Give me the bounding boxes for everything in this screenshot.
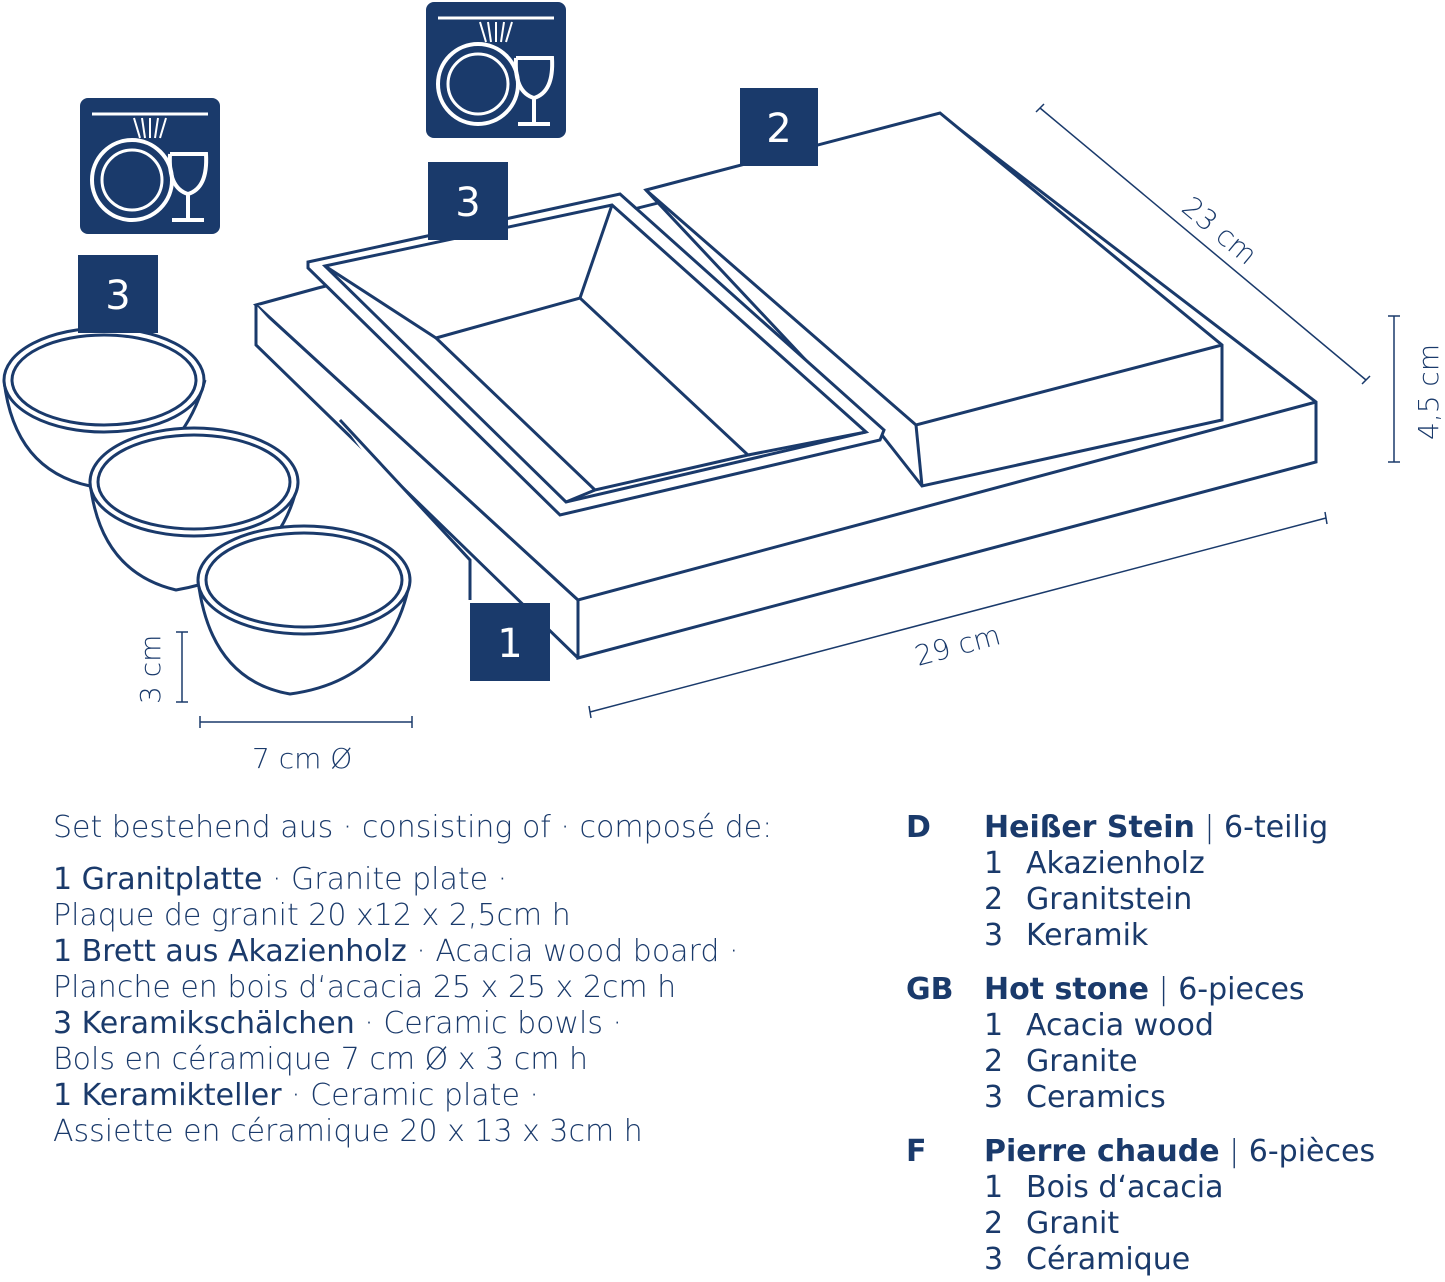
dishwasher-safe-icon <box>424 0 568 140</box>
set-contents: Set bestehend aus · consisting of · comp… <box>53 810 873 1150</box>
svg-text:3: 3 <box>105 273 130 319</box>
contents-item: 3 Keramikschälchen · Ceramic bowls · Bol… <box>53 1006 623 1077</box>
contents-item: 1 Granitplatte · Granite plate · Plaque … <box>53 862 571 933</box>
svg-text:3: 3 <box>455 180 480 226</box>
language-code: D <box>906 810 931 845</box>
badge-plate: 1 <box>470 603 550 681</box>
contents-item: 1 Brett aus Akazienholz · Acacia wood bo… <box>53 934 739 1005</box>
badge-bowls: 3 <box>78 255 158 333</box>
badge-dish: 3 <box>428 162 508 240</box>
dim-board-width: 29 cm <box>911 618 1004 672</box>
contents-item: 1 Keramikteller · Ceramic plate · Assiet… <box>53 1078 643 1149</box>
ceramic-dish <box>306 192 886 517</box>
dim-stone-depth: 23 cm <box>1176 190 1264 271</box>
ceramic-bowl <box>88 426 300 592</box>
dim-bowl-diameter: 7 cm Ø <box>252 742 352 775</box>
contents-heading: Set bestehend aus · consisting of · comp… <box>53 810 773 845</box>
dim-bowl-height: 3 cm <box>134 635 167 704</box>
product-illustration: 2 3 3 1 23 cm 4,5 cm 29 cm 3 cm 7 cm Ø <box>2 0 1445 775</box>
svg-text:2: 2 <box>766 106 791 152</box>
dim-height: 4,5 cm <box>1412 344 1445 440</box>
ceramic-bowl <box>196 524 412 696</box>
dishwasher-safe-icon <box>78 96 222 236</box>
ceramic-bowl <box>2 326 207 488</box>
svg-text:1: 1 <box>497 621 522 667</box>
badge-stone: 2 <box>740 88 818 166</box>
granite-stone <box>643 111 1224 488</box>
language-code: F <box>906 1134 927 1169</box>
language-code: GB <box>906 972 954 1007</box>
